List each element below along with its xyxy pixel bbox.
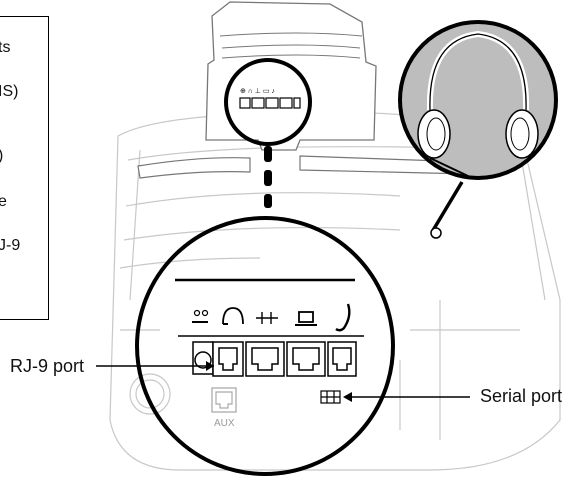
headset-zoom-circle — [398, 20, 558, 180]
pc-icon — [295, 311, 317, 326]
rj45-jack — [245, 341, 285, 377]
rj45-jack — [286, 341, 326, 377]
callout-line: IS) — [0, 83, 19, 100]
zoom-circle-large — [135, 216, 395, 476]
zoom-connector — [264, 146, 272, 208]
aux-label: AUX — [214, 418, 235, 429]
callout-line: J-9 — [0, 237, 21, 254]
mic-tip — [430, 227, 442, 239]
phone-ridge — [137, 157, 251, 179]
phone-back-small — [205, 1, 377, 151]
small-port-row: ⊕ ∩ ⊥ ▭ ♪ — [239, 88, 301, 109]
serial-port — [320, 390, 341, 404]
serial-port-label: Serial port — [480, 386, 563, 406]
svg-text:⊕ ∩ ⊥ ▭ ♪: ⊕ ∩ ⊥ ▭ ♪ — [240, 88, 275, 95]
callout-line: ) — [0, 147, 3, 165]
boom-mic — [430, 181, 464, 233]
port-row — [192, 341, 357, 377]
rj9-jack — [212, 341, 244, 377]
serial-arrow — [343, 392, 470, 402]
volume-knob — [129, 373, 171, 415]
rj9-port-label: RJ-9 port — [10, 356, 85, 376]
zoom-circle-small — [224, 58, 312, 146]
network-icon — [256, 312, 278, 324]
headset-illustration — [417, 30, 539, 177]
handset-jack — [327, 341, 357, 377]
callout-line: ts — [0, 39, 11, 56]
callout-box: ts IS) ) e J-9 — [0, 16, 49, 320]
power-icon — [192, 309, 209, 323]
headset-icon — [222, 307, 244, 325]
handset-icon — [335, 303, 351, 332]
callout-line: e — [0, 193, 7, 210]
rj9-arrow — [96, 361, 214, 371]
aux-port: AUX — [211, 387, 237, 429]
